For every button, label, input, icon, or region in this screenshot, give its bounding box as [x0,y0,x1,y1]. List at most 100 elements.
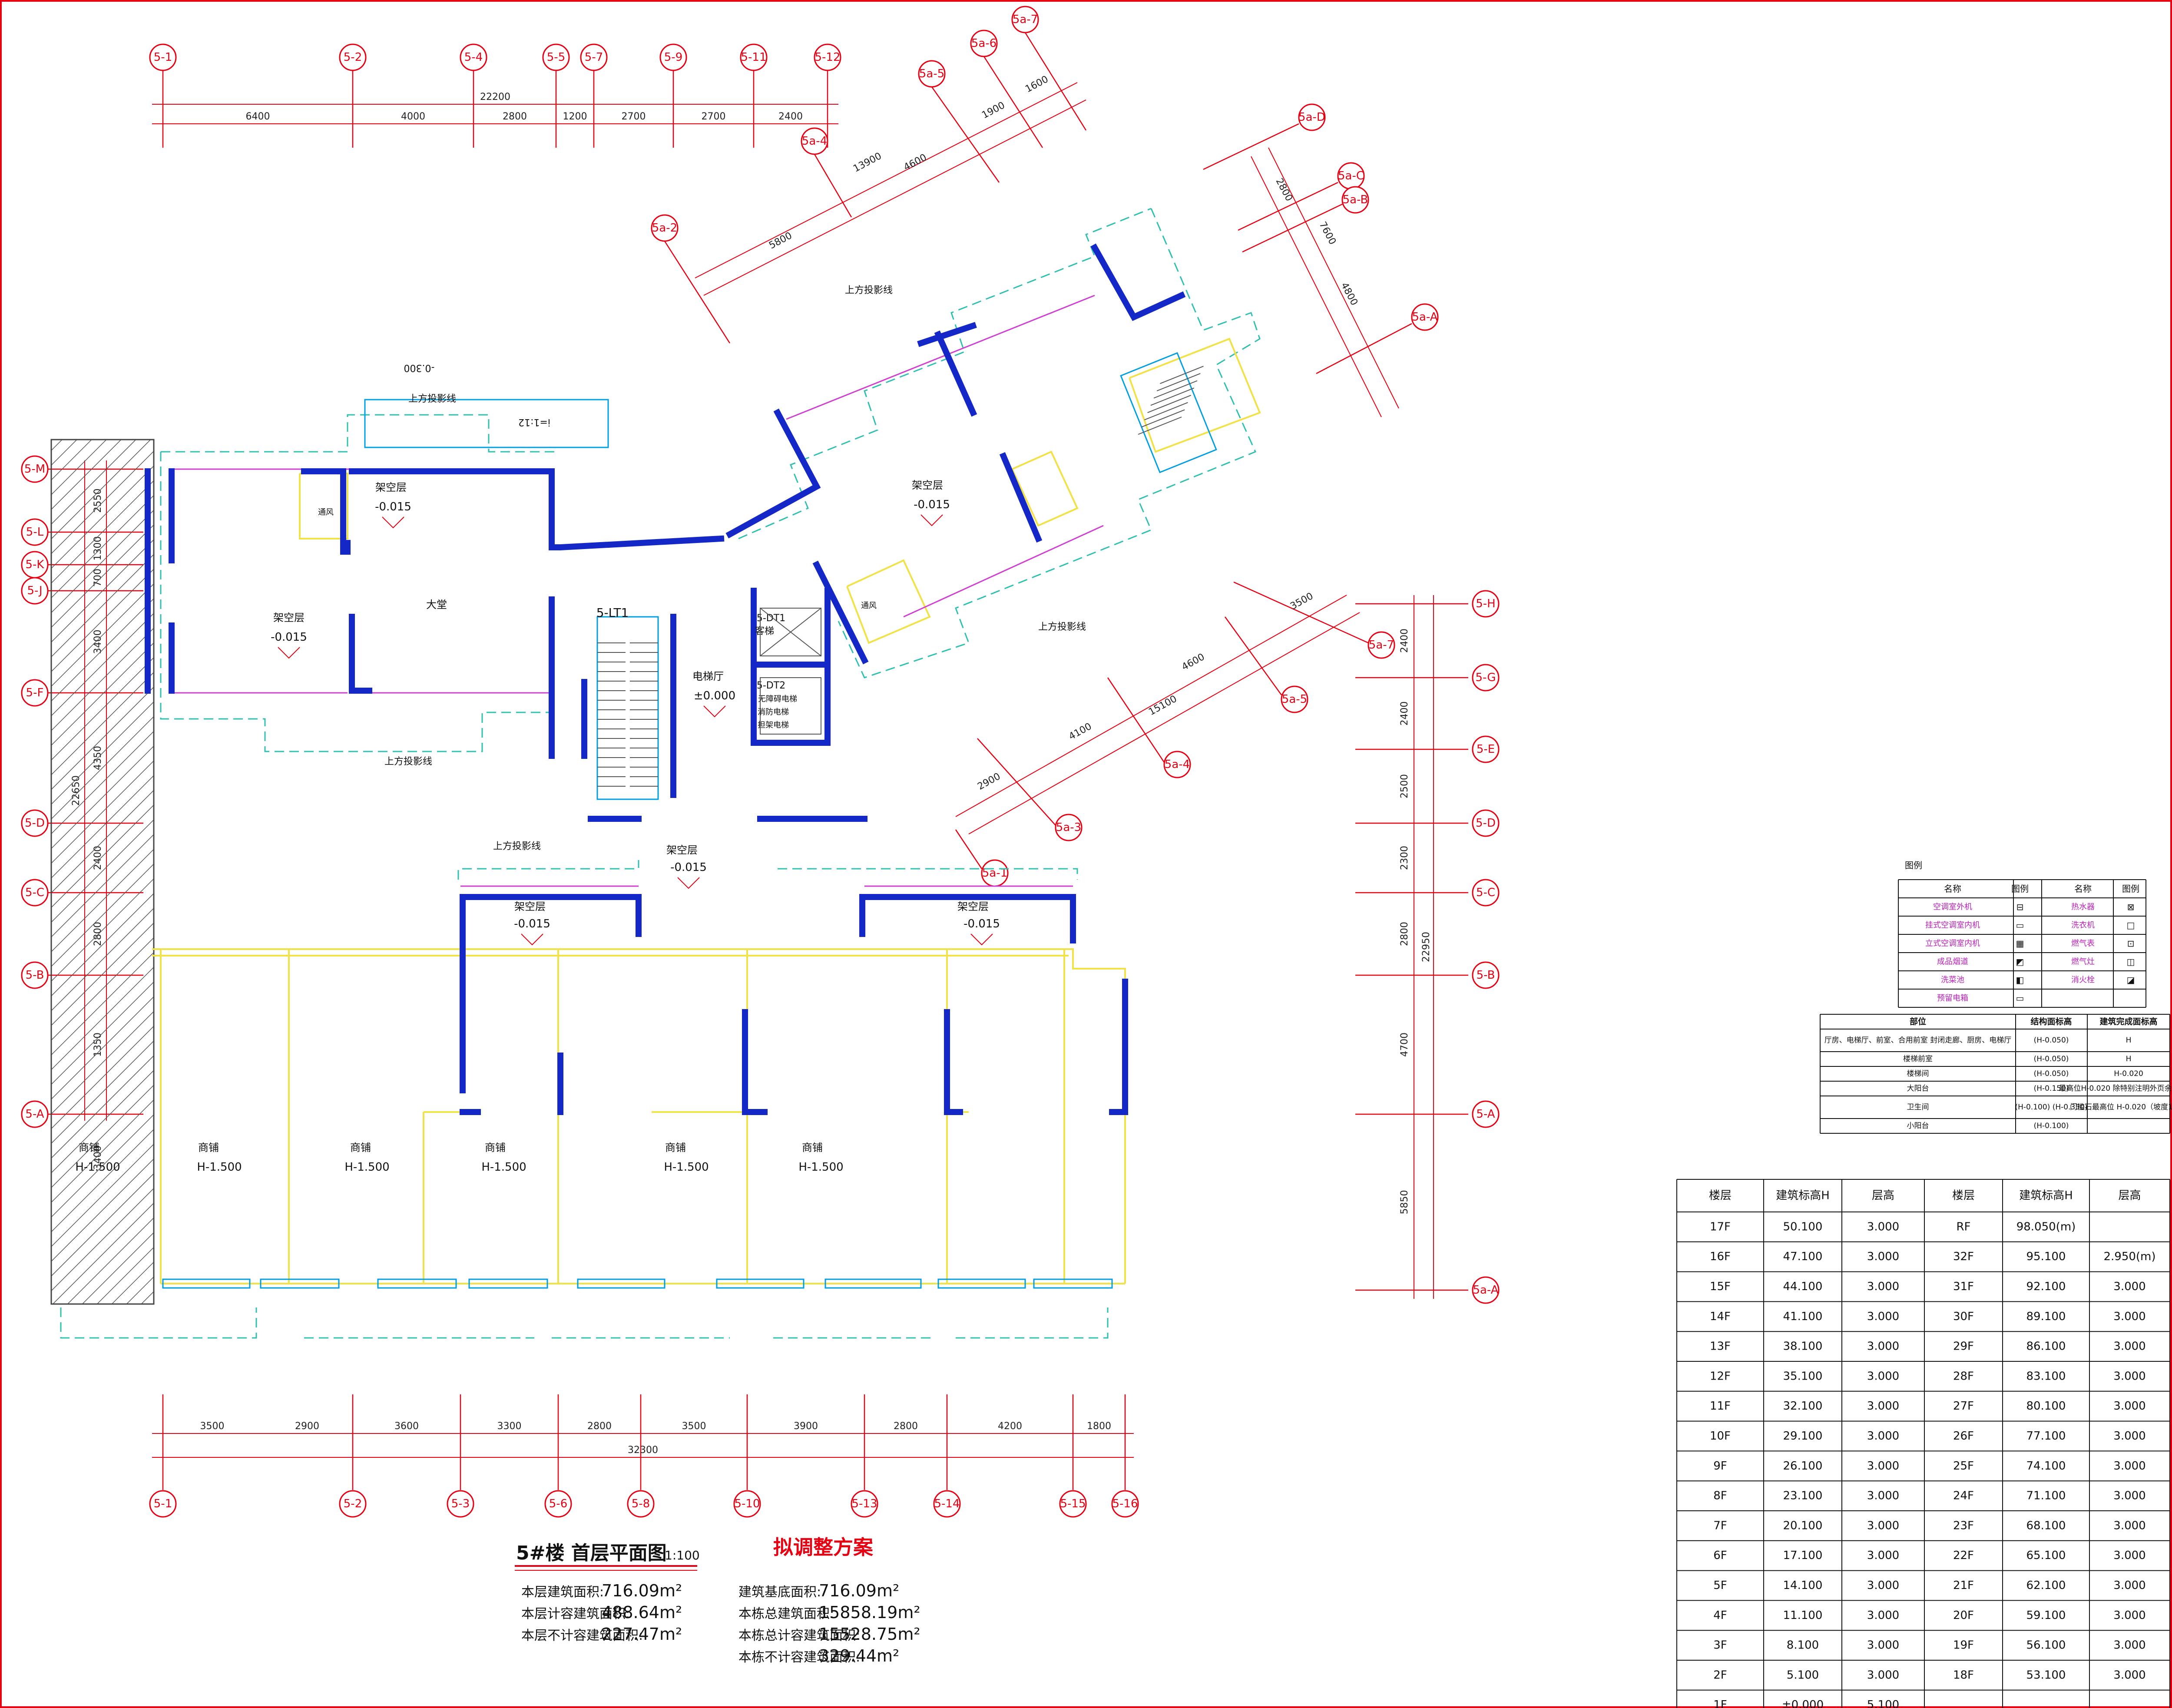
grid-label: 5-11 [741,51,766,64]
legend-name: 洗衣机 [2071,921,2095,930]
drawing-scale: 1:100 [665,1548,700,1562]
floor-table-cell: 3.000 [1867,1430,1899,1443]
floor-table-cell: 8.100 [1787,1639,1819,1652]
grid-label: 5-G [1475,671,1496,684]
floor-table-cell: 27F [1953,1400,1974,1413]
grid-label: 5-13 [851,1497,877,1510]
grid-bubble [149,1490,177,1518]
floor-table-cell: 5.100 [1867,1698,1899,1708]
grid-line [955,829,983,869]
dimension-value: 2700 [622,111,646,122]
grid-line [1107,677,1165,763]
area-value: 227.47m² [602,1625,682,1644]
area-label: 本栋总建筑面积: [738,1606,834,1622]
grid-label: 5-12 [814,51,840,64]
dimension-value: 4100 [1067,721,1093,742]
dimension-value: 3600 [394,1421,419,1432]
finish-lines [152,338,1261,1284]
dimension-value: 1900 [980,100,1007,121]
dimension-value: 3500 [682,1421,706,1432]
grid-label: 5a-B [1343,193,1368,206]
room-name: 商铺 [350,1142,371,1154]
stair-tread [1141,409,1185,428]
grid-bubble [339,1490,367,1518]
floor-table-cell: 32.100 [1783,1400,1823,1413]
room-name: 大堂 [426,599,447,611]
finish-table-cell: H-0.020 [2114,1069,2143,1078]
legend-name: 燃气灶 [2071,957,2095,967]
floor-table-cell: 3.000 [2113,1490,2146,1503]
floor-table-cell: 38.100 [1783,1340,1823,1353]
legend-name: 挂式空调室内机 [1925,921,1980,930]
grid-bubble [1472,735,1500,763]
dimension-value: 2900 [295,1421,319,1432]
grid-label: 5-D [1476,817,1496,830]
floor-table-cell: 23F [1953,1519,1974,1532]
overhang-note: 上方投影线 [384,756,432,767]
floor-table-cell: 3.000 [2113,1370,2146,1383]
floor-table-cell: 29F [1953,1340,1974,1353]
dimension-value: 3500 [1288,591,1315,612]
legend-symbol-icon: □ [2127,920,2135,930]
area-label: 本栋不计容建筑面积: [738,1650,860,1665]
floor-table-cell: 25F [1953,1460,1974,1473]
area-value: 716.09m² [602,1581,682,1600]
floor-table-cell: 29.100 [1783,1430,1823,1443]
grid-bubble [651,214,679,242]
grid-label: 5-9 [664,51,682,64]
grid-label: 5a-4 [802,135,827,148]
dimension-value: 2800 [587,1421,612,1432]
room-level: -0.015 [271,631,307,644]
shaft-label: 通风 [318,508,334,517]
floor-table-cell: 28F [1953,1370,1974,1383]
floor-table-cell: 20.100 [1783,1519,1823,1532]
stair-tread [1138,417,1182,435]
dimension-value: 2900 [976,771,1002,792]
room-level: H-1.500 [75,1161,120,1174]
floor-table-cell: 4F [1713,1609,1727,1622]
floor-table-cell: 3.000 [2113,1340,2146,1353]
grid-bubble [1472,1276,1500,1304]
floor-table-cell: 62.100 [2026,1579,2066,1592]
floor-table-cell: 23.100 [1783,1490,1823,1503]
floor-table-cell: 3.000 [1867,1340,1899,1353]
floor-table-cell: 5F [1713,1579,1727,1592]
grid-line [1242,203,1343,253]
grid-label: 5-D [25,817,45,830]
grid-bubble [659,43,687,71]
legend-name: 消火栓 [2071,976,2095,985]
grid-label: 5-F [26,686,44,699]
grid-bubble [814,43,841,71]
floor-table-header: 楼层 [1709,1189,1732,1202]
floor-table-cell: 3.000 [1867,1490,1899,1503]
floor-table-cell: 24F [1953,1490,1974,1503]
grid-label: 5-L [26,526,44,539]
area-label: 本层计容建筑面积: [521,1606,630,1622]
finish-table-cell: H [2126,1036,2132,1045]
grid-bubble [1472,961,1500,989]
grid-label: 5-K [26,558,45,571]
floor-table-cell: 3F [1713,1639,1727,1652]
grid-bubble [918,60,946,88]
floor-table-cell: 26.100 [1783,1460,1823,1473]
grid-bubble [447,1490,474,1518]
legend-name: 预留电箱 [1937,994,1968,1003]
area-label: 本栋总计容建筑面积: [738,1628,860,1643]
lift-note: 消防电梯 [758,708,789,717]
floor-table-cell: 3.000 [1867,1519,1899,1532]
shaft-label: 通风 [861,601,877,610]
floor-table-cell: 3.000 [1867,1280,1899,1293]
floor-table-cell: 20F [1953,1609,1974,1622]
grid-bubble [1341,186,1369,214]
finish-table-cell: 卫生间 [1907,1103,1929,1112]
finish-table-header: 部位 [1910,1016,1926,1026]
finish-table-cell: (H-0.100) [2034,1122,2069,1130]
floor-table-cell: 31F [1953,1280,1974,1293]
grid-bubble [542,43,570,71]
area-value: 716.09m² [819,1581,899,1600]
legend-title: 图例 [1905,860,1922,871]
finish-table-cell: (H-0.050) [2034,1055,2069,1063]
floor-table-cell: ±0.000 [1782,1698,1824,1708]
dimension-value: 2800 [503,111,527,122]
